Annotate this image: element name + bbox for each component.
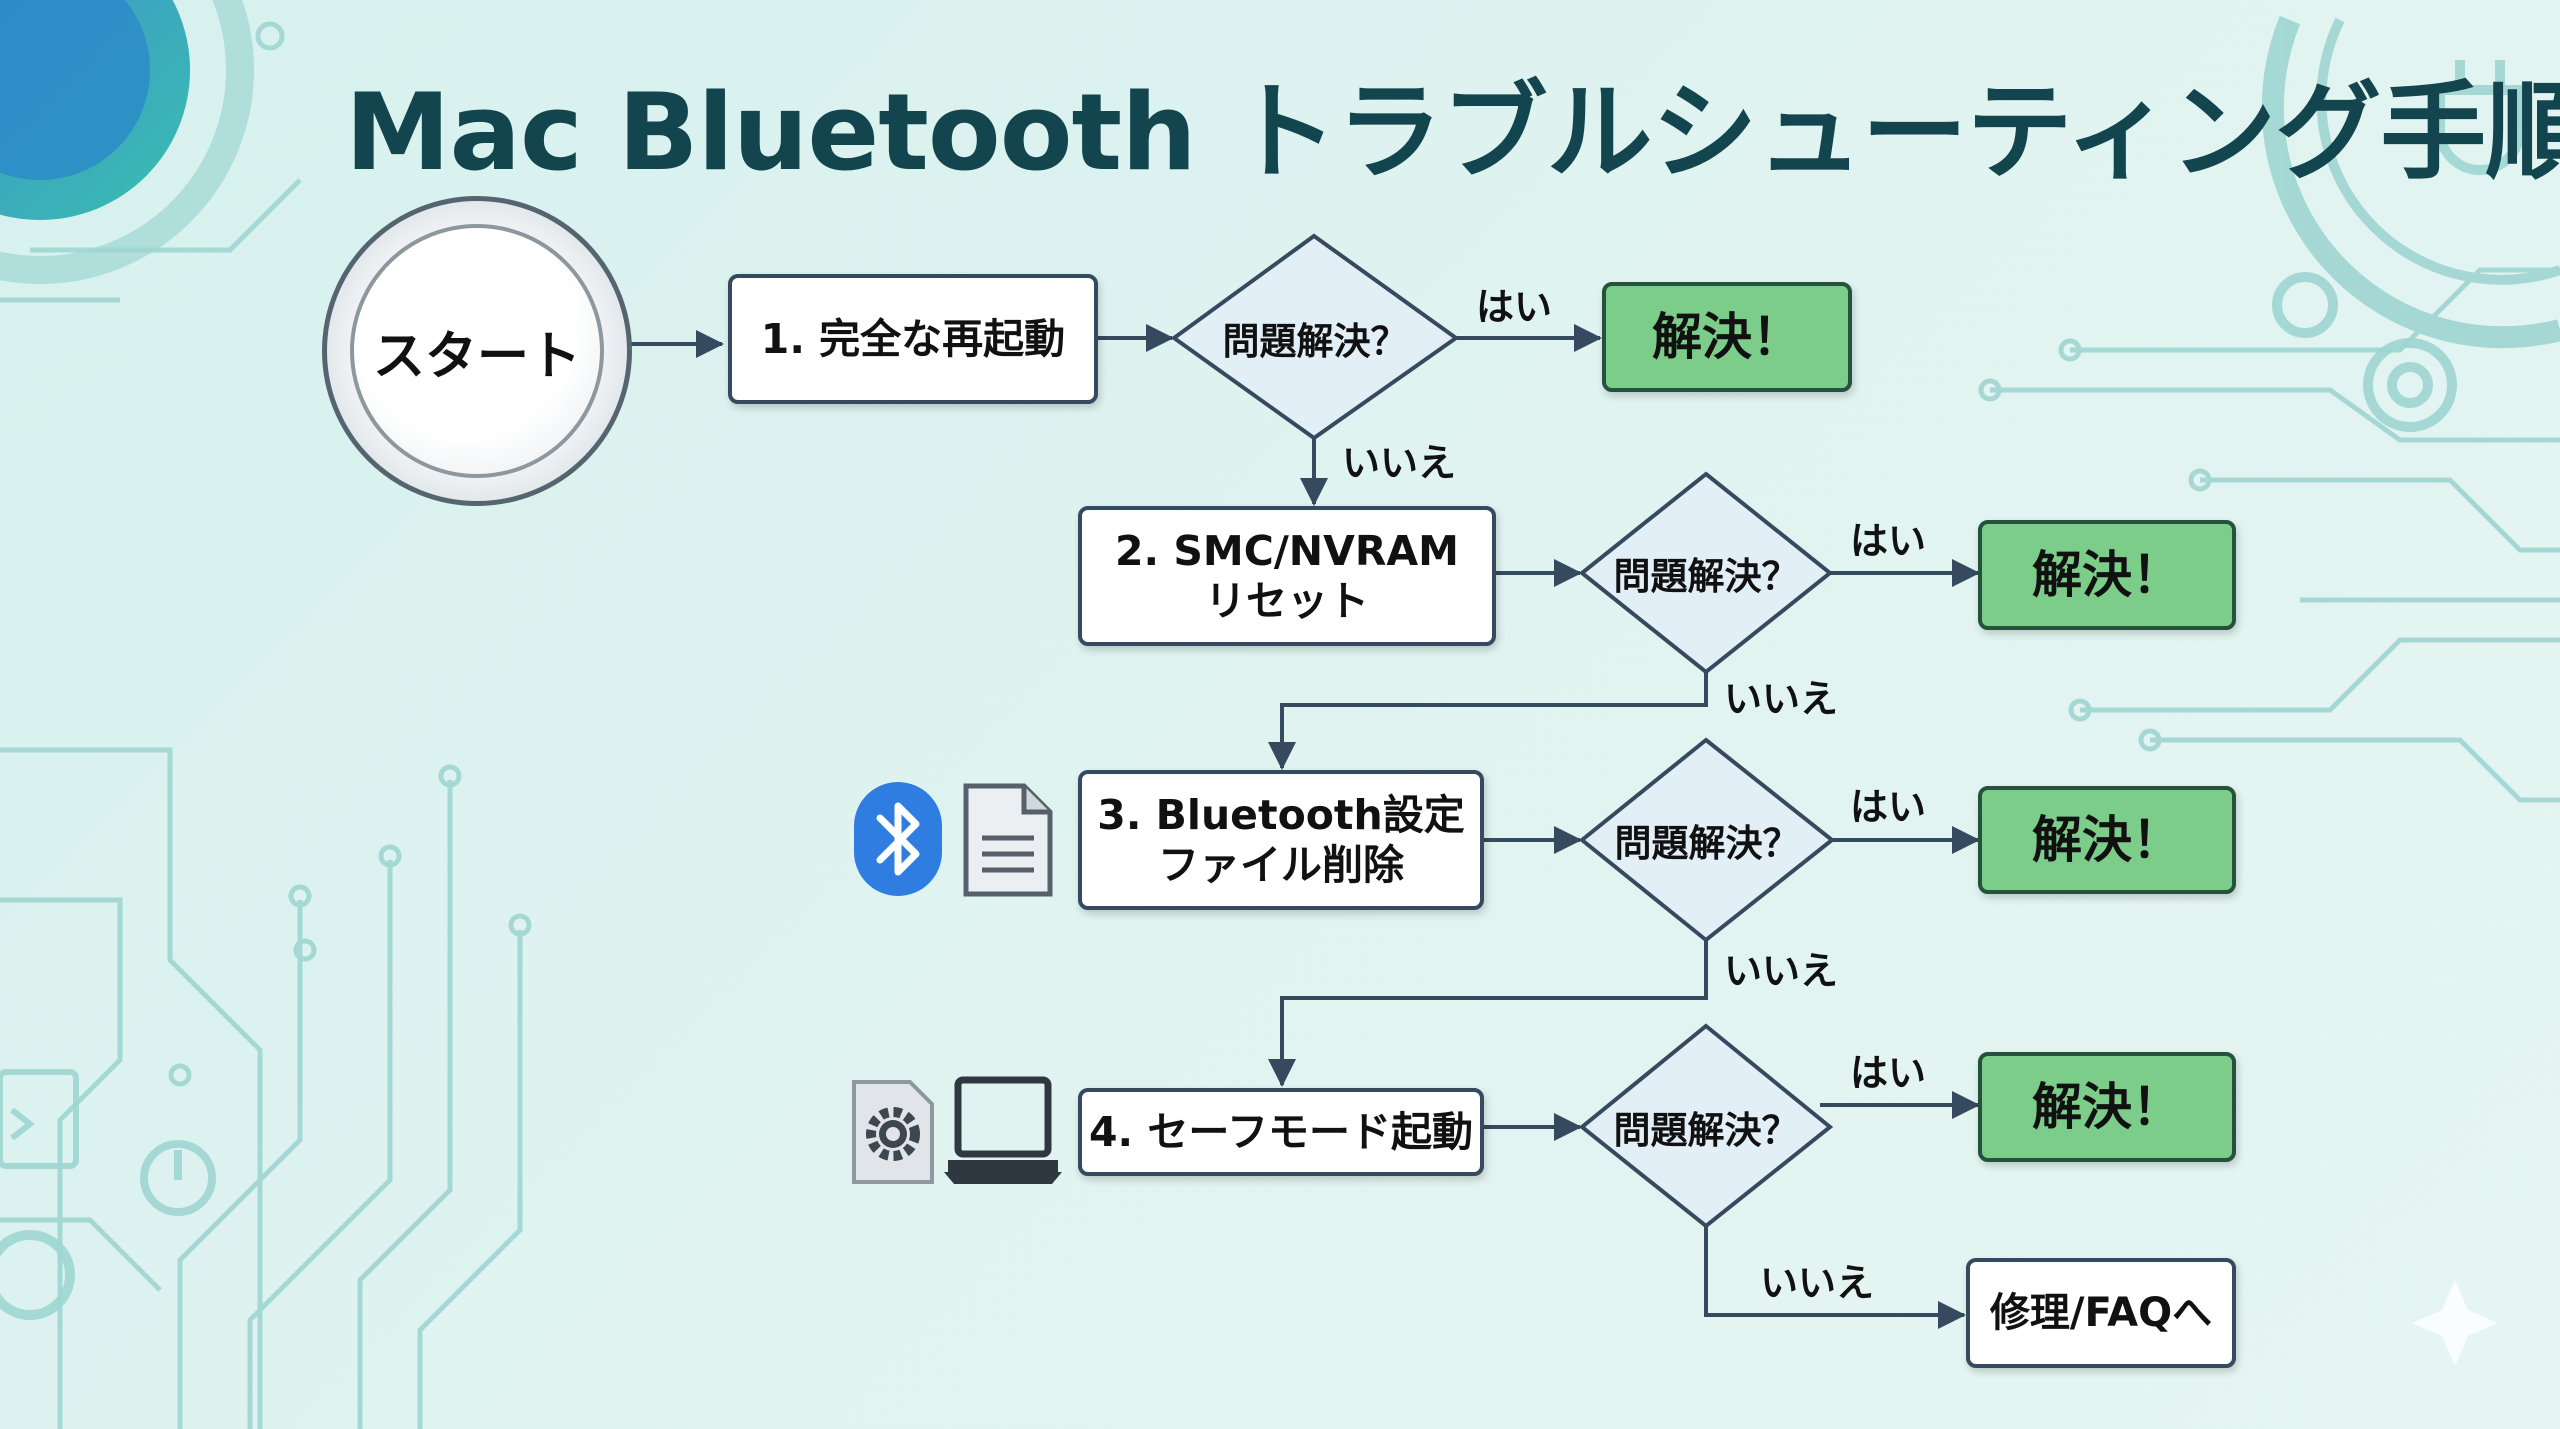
repair-faq-node: 修理/FAQへ (1966, 1258, 2236, 1368)
step-3-label-line1: 3. Bluetooth設定 (1097, 790, 1465, 839)
start-node: スタート (350, 224, 604, 478)
step-2-label-line1: 2. SMC/NVRAM (1115, 526, 1459, 575)
bluetooth-icon (854, 782, 942, 896)
corner-orb (0, 0, 254, 284)
resolved-node-1: 解決！ (1602, 282, 1852, 392)
edge-decision4-no (1704, 1226, 1966, 1329)
document-icon (963, 783, 1053, 897)
edge-label-no-4: いいえ (1760, 1261, 1875, 1305)
resolved-node-2: 解決！ (1978, 520, 2236, 630)
circuit-lines-right (1978, 15, 2560, 803)
page-title: Mac Bluetooth トラブルシューティング手順 (345, 71, 2560, 194)
edge-label-no-1: いいえ (1342, 441, 1457, 485)
sparkle-icon (2412, 1280, 2498, 1366)
decision-diamond-3 (1578, 737, 1836, 943)
decision-diamond-2 (1578, 471, 1834, 675)
step-4-safe-mode-boot: 4. セーフモード起動 (1078, 1088, 1484, 1176)
gear-icon (0, 272, 2457, 1320)
decision-label-1: 問題解決？ (1222, 320, 1408, 363)
decision-label-3: 問題解決？ (1614, 822, 1800, 865)
edge-decision2-no (1268, 672, 1708, 770)
edge-label-no-3: いいえ (1724, 949, 1839, 993)
edge-label-yes-1: はい (1476, 285, 1553, 329)
edge-label-yes-4: はい (1850, 1051, 1927, 1095)
step-4-label: 4. セーフモード起動 (1089, 1107, 1473, 1156)
resolved-node-3: 解決！ (1978, 786, 2236, 894)
step-3-label-line2: ファイル削除 (1158, 841, 1404, 889)
decision-diamond-4 (1578, 1023, 1834, 1229)
decision-label-2: 問題解決？ (1613, 555, 1799, 598)
edge-label-no-2: いいえ (1724, 677, 1839, 721)
settings-file-icon (852, 1080, 934, 1184)
step-2-label-line2: リセット (1205, 577, 1369, 625)
plug-icon (2435, 60, 2525, 175)
step-3-delete-bluetooth-settings: 3. Bluetooth設定 ファイル削除 (1078, 770, 1484, 910)
edge-label-yes-3: はい (1850, 785, 1927, 829)
laptop-icon (944, 1076, 1062, 1184)
decision-label-4: 問題解決？ (1613, 1109, 1799, 1152)
resolved-node-4: 解決！ (1978, 1052, 2236, 1162)
decision-diamond-1 (1170, 233, 1460, 441)
edge-label-yes-2: はい (1850, 519, 1927, 563)
power-icon (140, 1140, 216, 1216)
step-2-smc-nvram-reset: 2. SMC/NVRAM リセット (1078, 506, 1496, 646)
step-1-restart: 1. 完全な再起動 (728, 274, 1098, 404)
step-1-label: 1. 完全な再起動 (760, 314, 1066, 363)
circuit-lines-left (0, 21, 532, 1429)
edge-decision3-no (1268, 940, 1708, 1087)
terminal-icon (0, 1069, 79, 1169)
